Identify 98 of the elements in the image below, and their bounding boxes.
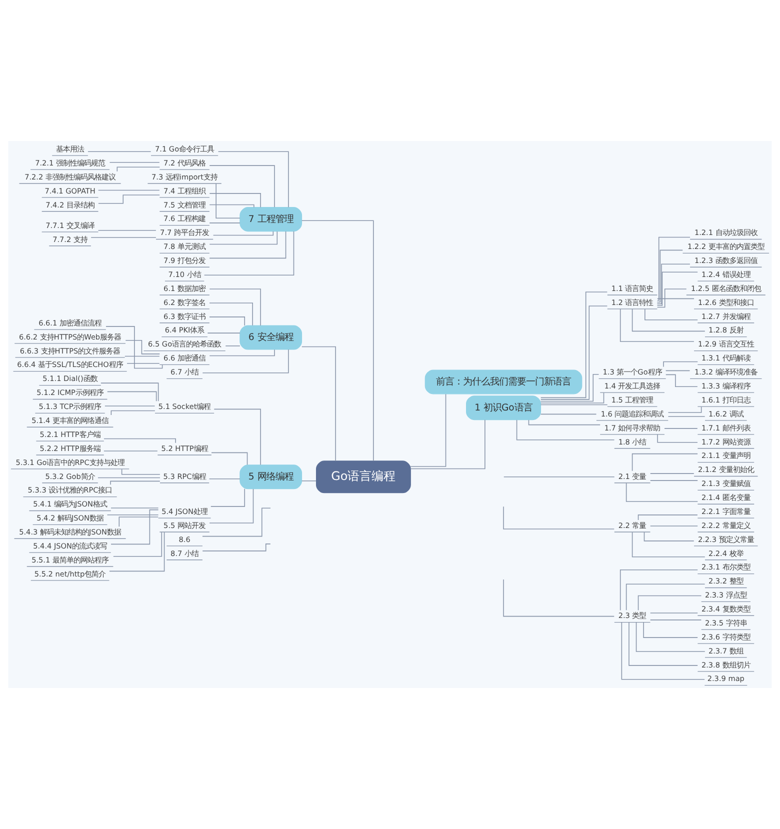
connector bbox=[540, 404, 608, 406]
connector bbox=[643, 622, 698, 638]
connector bbox=[100, 382, 159, 402]
connector bbox=[121, 468, 160, 475]
connector bbox=[657, 236, 690, 301]
connector bbox=[665, 374, 698, 388]
connector bbox=[668, 406, 702, 413]
connector bbox=[503, 506, 615, 530]
connector bbox=[110, 480, 160, 486]
connector bbox=[118, 516, 159, 528]
connector bbox=[88, 151, 152, 152]
node-box: 6 安全编程 bbox=[240, 325, 302, 350]
connector bbox=[650, 480, 698, 481]
connector bbox=[516, 420, 615, 440]
connector bbox=[302, 220, 374, 462]
connector bbox=[98, 477, 160, 478]
connector bbox=[650, 473, 694, 474]
connector bbox=[656, 298, 694, 300]
connector bbox=[656, 250, 683, 303]
connector bbox=[540, 414, 597, 415]
connector bbox=[209, 488, 254, 524]
connector bbox=[98, 230, 156, 231]
node-box: 7 工程管理 bbox=[240, 207, 302, 232]
connector bbox=[124, 356, 160, 357]
connector bbox=[663, 361, 698, 368]
connector bbox=[109, 532, 165, 572]
connector bbox=[216, 183, 240, 219]
connector bbox=[106, 326, 163, 369]
connector bbox=[208, 478, 240, 480]
connector bbox=[626, 482, 698, 502]
connector bbox=[202, 544, 271, 552]
connector bbox=[665, 370, 690, 372]
connector bbox=[620, 308, 694, 342]
connector bbox=[113, 532, 162, 557]
connector bbox=[410, 394, 446, 467]
connector bbox=[632, 532, 706, 558]
connector bbox=[656, 272, 698, 306]
connector bbox=[126, 362, 160, 364]
connector bbox=[202, 508, 271, 537]
connector bbox=[301, 346, 336, 462]
connector bbox=[632, 453, 698, 472]
connector bbox=[110, 410, 156, 416]
connector bbox=[644, 532, 694, 542]
connector bbox=[528, 420, 600, 426]
connector bbox=[621, 622, 705, 680]
connector bbox=[503, 579, 615, 617]
connector bbox=[98, 190, 160, 191]
node-box: 1 初识Go语言 bbox=[466, 396, 542, 420]
connector bbox=[106, 391, 157, 402]
connector bbox=[209, 231, 278, 245]
connector bbox=[104, 450, 158, 452]
connector bbox=[210, 488, 246, 507]
connector bbox=[636, 622, 706, 652]
connector bbox=[106, 514, 159, 516]
connector bbox=[209, 316, 246, 326]
connector bbox=[104, 438, 176, 444]
connector bbox=[644, 308, 698, 320]
connector bbox=[109, 162, 160, 163]
connector bbox=[657, 434, 698, 443]
connector bbox=[125, 340, 160, 354]
node-box: 前言：为什么我们需要一门新语言 bbox=[424, 370, 582, 394]
connector bbox=[204, 231, 294, 276]
connector bbox=[209, 349, 275, 356]
connector bbox=[116, 166, 160, 172]
connector bbox=[410, 419, 486, 470]
connector bbox=[638, 595, 702, 611]
connector bbox=[214, 408, 261, 466]
connector bbox=[656, 264, 690, 304]
connector bbox=[209, 302, 253, 326]
connector bbox=[638, 514, 698, 520]
connector bbox=[218, 151, 289, 208]
connector bbox=[668, 416, 706, 417]
connector bbox=[209, 165, 275, 208]
connector bbox=[540, 392, 604, 404]
connector bbox=[650, 612, 698, 614]
connector bbox=[209, 204, 254, 208]
connector bbox=[664, 428, 698, 429]
node-box: Go语言编程 bbox=[316, 460, 411, 494]
connector bbox=[656, 288, 687, 308]
connector bbox=[209, 231, 286, 259]
connector bbox=[540, 374, 600, 402]
connector bbox=[209, 222, 240, 224]
connector bbox=[212, 231, 274, 236]
connector bbox=[209, 193, 261, 208]
node-box: 5 网络编程 bbox=[240, 464, 302, 490]
connector bbox=[626, 584, 706, 610]
connector bbox=[628, 622, 698, 666]
connector bbox=[504, 476, 615, 478]
connector bbox=[98, 194, 160, 204]
connector bbox=[620, 569, 698, 611]
connector bbox=[90, 237, 156, 238]
connector bbox=[110, 509, 159, 545]
connector bbox=[632, 308, 706, 332]
connector bbox=[302, 480, 316, 482]
connector bbox=[207, 332, 240, 334]
connector bbox=[211, 452, 248, 466]
connector bbox=[202, 349, 289, 374]
connector bbox=[209, 288, 261, 326]
